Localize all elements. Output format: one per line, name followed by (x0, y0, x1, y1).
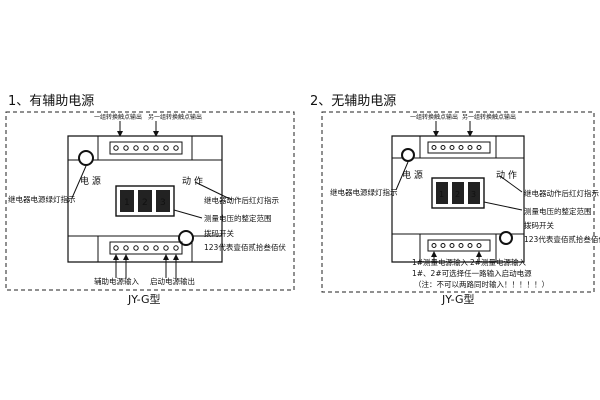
right-callout-range: 测量电压的整定范围 (524, 206, 592, 216)
left-top-label-b: 另一组转换触点输出 (148, 113, 202, 121)
right-action-led (499, 231, 513, 245)
right-power-led (401, 148, 415, 162)
right-action-label: 动 作 (496, 169, 517, 181)
right-model: JY-G型 (441, 292, 475, 306)
left-top-label-a: 一组转换触点输出 (94, 113, 142, 121)
right-callout-action-red: 继电器动作后红灯指示 (524, 188, 599, 198)
left-power-led (78, 150, 94, 166)
left-dashed-frame (5, 111, 295, 291)
left-callout-action-red: 继电器动作后红灯指示 (204, 195, 279, 205)
right-power-label: 电 源 (402, 169, 423, 181)
right-bottom-terminals (427, 239, 491, 252)
left-callout-dip: 拨码开关 (204, 228, 234, 238)
right-callout-dip: 拨码开关 (524, 220, 554, 230)
right-bottom-measure2: 2#测量电源输入 (470, 257, 527, 267)
right-callout-power-green: 继电器电源绿灯指示 (330, 187, 398, 197)
right-bottom-note2: （注：不可以两路同时输入！！！！！） (414, 279, 549, 289)
left-digit-3: 3 (160, 198, 166, 208)
left-top-terminals (109, 141, 183, 155)
left-digit-1: 1 (124, 198, 130, 208)
left-dip-switch[interactable]: 1 2 3 (115, 185, 175, 217)
right-heading: 2、无辅助电源 (310, 94, 396, 109)
left-power-label: 电 源 (80, 175, 101, 187)
left-callout-range: 测量电压的整定范围 (204, 213, 272, 223)
right-dip-switch[interactable]: 1 2 3 (431, 177, 485, 209)
right-top-terminals (427, 141, 491, 154)
left-callout-power-green: 继电器电源绿灯指示 (8, 194, 76, 204)
left-panel: 1、有辅助电源 一组转换触点输出 另一组转换触点输出 电 源 动 作 (5, 94, 295, 306)
right-top-label-a: 一组转换触点输出 (410, 113, 458, 121)
right-top-label-b: 另一组转换触点输出 (462, 113, 516, 121)
left-digit-2: 2 (142, 198, 148, 208)
left-bottom-aux: 辅助电源输入 (94, 276, 139, 286)
right-callout-code: 123代表壹佰贰拾叁佰伏 (524, 234, 600, 244)
right-digit-1: 1 (439, 190, 444, 199)
left-bottom-start: 启动电源输出 (150, 276, 195, 286)
right-dashed-frame (321, 111, 595, 293)
right-panel: 2、无辅助电源 一组转换触点输出 另一组转换触点输出 电 源 动 作 1 (310, 94, 600, 306)
left-heading: 1、有辅助电源 (8, 94, 94, 109)
left-model: JY-G型 (127, 292, 161, 306)
right-digit-3: 3 (471, 190, 476, 199)
right-digit-2: 2 (455, 190, 460, 199)
right-bottom-note1: 1#、2#可选择任一路输入启动电源 (412, 268, 532, 278)
left-bottom-terminals (109, 241, 183, 255)
right-bottom-measure1: 1#测量电源输入 (412, 257, 469, 267)
left-action-label: 动 作 (182, 175, 203, 187)
left-callout-code: 123代表壹佰贰拾叁佰伏 (204, 242, 286, 252)
left-action-led (178, 230, 194, 246)
